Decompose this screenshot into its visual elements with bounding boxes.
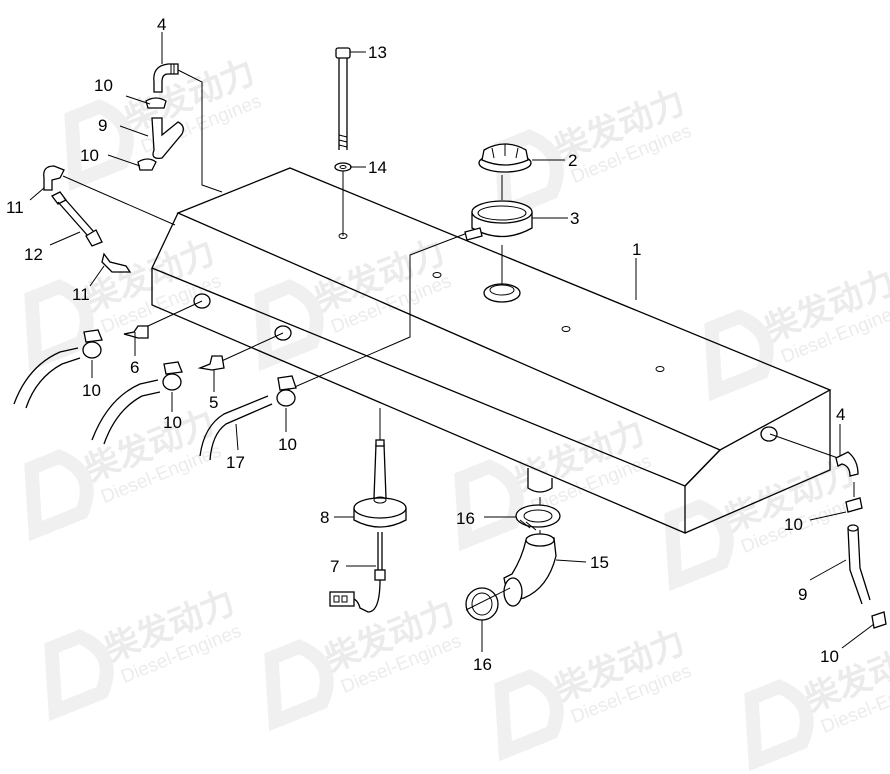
- outlet-assembly: [465, 504, 561, 621]
- callout-4: 4: [157, 15, 166, 34]
- callout-11: 11: [72, 285, 90, 304]
- callout-10: 10: [278, 435, 297, 454]
- watermark: 柴发动力 Diesel-Engines: [704, 262, 890, 402]
- left-pipe-assembly: [43, 165, 132, 273]
- watermark: 柴发动力 Diesel-Engines: [24, 402, 224, 542]
- callout-16: 16: [456, 509, 475, 528]
- watermark-layer: 柴发动力 Diesel-Engines 柴发动力 Diesel-Engines …: [24, 52, 890, 772]
- callout-7: 7: [330, 557, 339, 576]
- callout-10: 10: [820, 647, 839, 666]
- callout-3: 3: [570, 209, 579, 228]
- callout-12: 12: [24, 245, 43, 264]
- callout-9: 9: [98, 116, 107, 135]
- assembly-lines: [62, 69, 855, 540]
- watermark: 柴发动力 Diesel-Engines: [44, 582, 244, 722]
- side-hose-assembly: [13, 325, 297, 461]
- callout-10: 10: [784, 515, 803, 534]
- callout-13: 13: [368, 43, 387, 62]
- callout-10: 10: [163, 413, 182, 432]
- callout-17: 17: [226, 453, 245, 472]
- washer: [334, 162, 352, 172]
- filler-ring: [464, 200, 533, 241]
- right-hose-assembly: [835, 451, 887, 629]
- callout-11: 11: [6, 198, 24, 217]
- callout-8: 8: [320, 508, 329, 527]
- callout-4: 4: [836, 405, 845, 424]
- level-sensor-assembly: [329, 439, 407, 613]
- callout-9: 9: [798, 585, 807, 604]
- watermark: 柴发动力 Diesel-Engines: [494, 622, 694, 762]
- top-left-hose-assembly: [137, 63, 184, 171]
- callout-15: 15: [590, 553, 609, 572]
- callout-6: 6: [130, 358, 139, 377]
- callout-labels: 1 2 3 4 4 5 6 7 8 9 9 10 10 10 10 10 10 …: [6, 15, 845, 674]
- watermark: 柴发动力 Diesel-Engines: [744, 632, 890, 772]
- callout-16: 16: [473, 655, 492, 674]
- callout-1: 1: [632, 240, 641, 259]
- filler-cap: [478, 143, 532, 173]
- callout-5: 5: [209, 393, 218, 412]
- callout-10: 10: [94, 76, 113, 95]
- bolt: [335, 47, 351, 150]
- callout-14: 14: [368, 158, 387, 177]
- callout-10: 10: [82, 381, 101, 400]
- callout-leaders: [29, 32, 875, 652]
- callout-2: 2: [568, 151, 577, 170]
- callout-10: 10: [80, 146, 99, 165]
